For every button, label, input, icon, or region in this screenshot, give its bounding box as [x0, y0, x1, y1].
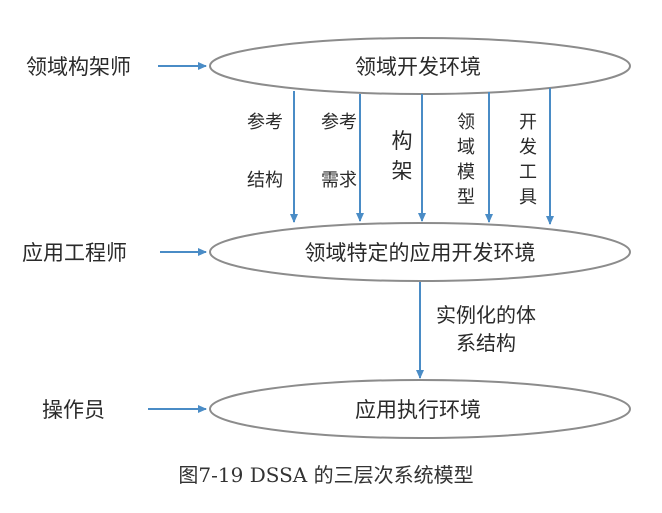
- label-reference-requirements: 参考 需求: [321, 112, 357, 191]
- label-reference-structure-col1: 参考: [247, 112, 283, 133]
- label-reference-structure: 参考 结构: [247, 112, 283, 191]
- label-char: 需求: [321, 170, 357, 191]
- label-domain-model-char4: 型: [457, 187, 475, 208]
- env-domain-specific-dev-label: 领域特定的应用开发环境: [305, 241, 536, 265]
- env-domain-dev-label: 领域开发环境: [355, 55, 481, 79]
- instantiated-architecture-line1: 实例化的体: [436, 303, 536, 327]
- label-architecture-char1: 构: [392, 129, 413, 153]
- role-application-engineer: 应用工程师: [22, 241, 127, 265]
- label-char: 结构: [247, 170, 283, 191]
- label-dev-tools-char4: 具: [519, 187, 537, 208]
- label-char: 参考: [247, 112, 283, 133]
- label-domain-model-char2: 域: [457, 137, 475, 158]
- figure-caption: 图7-19 DSSA 的三层次系统模型: [178, 463, 473, 487]
- label-reference-requirements-col2: 需求: [321, 170, 357, 191]
- env-execution-label: 应用执行环境: [355, 398, 481, 422]
- label-reference-requirements-col1: 参考: [321, 112, 357, 133]
- ellipse-domain-dev-environment: [209, 37, 631, 95]
- role-operator: 操作员: [42, 398, 105, 422]
- instantiated-architecture-line2: 系结构: [456, 331, 516, 355]
- label-reference-structure-col2: 结构: [247, 170, 283, 191]
- label-domain-model-char1: 领: [457, 112, 475, 133]
- label-domain-model-char3: 模: [457, 162, 475, 183]
- label-char: 参考: [321, 112, 357, 133]
- label-dev-tools-char3: 工: [519, 162, 537, 183]
- label-architecture-char2: 架: [392, 159, 413, 183]
- role-domain-architect: 领域构架师: [26, 55, 131, 79]
- label-dev-tools-char1: 开: [519, 112, 537, 133]
- ellipse-domain-specific-dev-environment: [209, 222, 631, 282]
- label-architecture: 构 架: [392, 129, 413, 183]
- label-dev-tools-char2: 发: [519, 137, 537, 158]
- label-domain-model: 领 域 模 型: [457, 112, 475, 208]
- ellipse-execution-environment: [209, 379, 631, 439]
- label-dev-tools: 开 发 工 具: [519, 112, 537, 208]
